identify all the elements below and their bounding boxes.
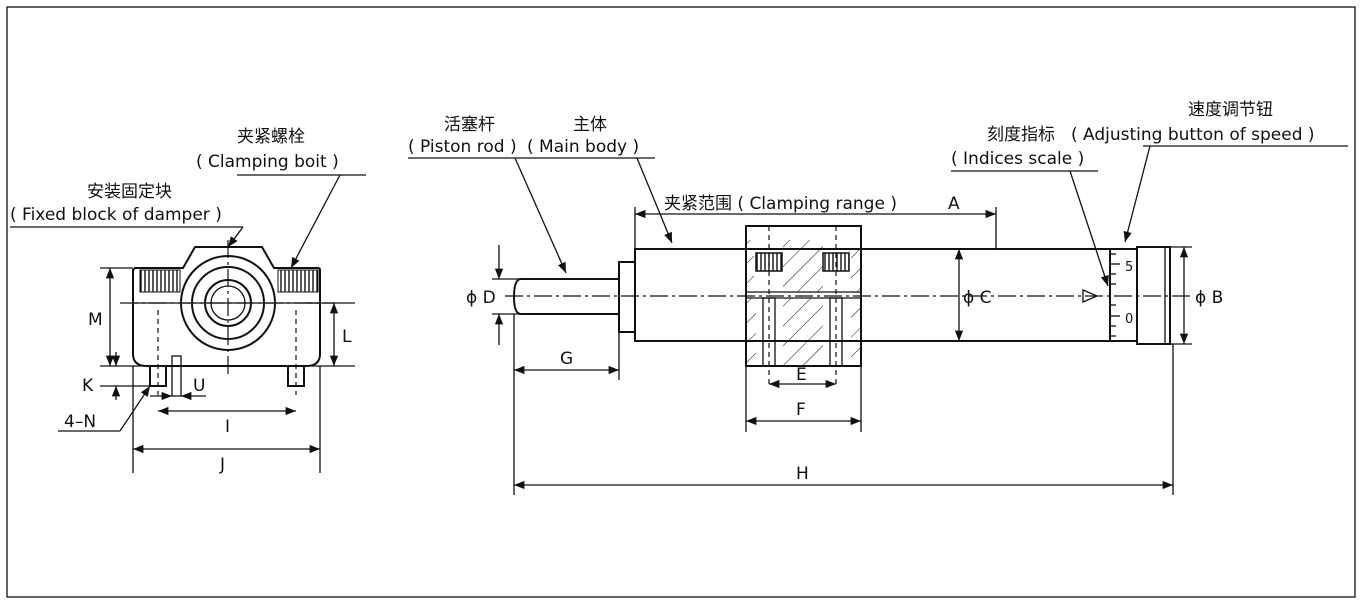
dim-L: L (342, 327, 352, 347)
dim-I: I (225, 417, 230, 437)
dim-H: H (796, 464, 809, 484)
clamping-bolt-head-right (277, 269, 319, 293)
piston-rod-en: ( Piston rod ) (408, 137, 517, 157)
clamping-bolt-en: ( Clamping boit ) (196, 152, 339, 172)
scale-5: 5 (1125, 260, 1133, 275)
dim-C: ϕ C (963, 288, 992, 308)
indices-scale-en: ( Indices scale ) (951, 149, 1084, 169)
rod-neck (618, 261, 636, 333)
clamping-bolt-cn: 夹紧螺栓 (237, 127, 305, 147)
clamping-bolt-head-left (139, 269, 181, 293)
indices-scale-cn: 刻度指标 (987, 125, 1055, 145)
clamping-range-label: 夹紧范围 ( Clamping range ) (664, 194, 897, 214)
dim-F: F (796, 400, 806, 420)
main-body-en: ( Main body ) (527, 137, 639, 157)
dim-G: G (560, 349, 573, 369)
end-view: M K L U I J 4–N 夹紧螺栓 ( Clamping boit ) 安… (10, 127, 366, 475)
piston-rod-cn: 活塞杆 (444, 115, 495, 135)
scale-pointer-icon (1082, 289, 1099, 303)
u-slot (171, 355, 182, 397)
scale-0: 0 (1125, 312, 1133, 327)
dim-J: J (219, 455, 225, 475)
dim-U: U (193, 376, 205, 396)
dim-D: ϕ D (466, 288, 496, 308)
dim-A: A (948, 194, 960, 214)
speed-button-en: ( Adjusting button of speed ) (1071, 125, 1315, 145)
fixed-block-outline (132, 246, 321, 367)
drawing-frame (6, 6, 1356, 598)
dim-B: ϕ B (1195, 288, 1223, 308)
fixed-block-cn: 安装固定块 (87, 182, 172, 202)
dim-E: E (796, 365, 807, 385)
main-body-cn: 主体 (573, 115, 607, 135)
speed-button-cn: 速度调节钮 (1188, 100, 1273, 120)
main-body (634, 248, 1111, 342)
indices-scale (1110, 253, 1120, 337)
side-view: 5 0 夹紧范围 ( Clamping range ) A ϕ D ϕ C ϕ … (408, 100, 1348, 495)
dim-4N: 4–N (64, 412, 96, 432)
dim-K: K (82, 376, 94, 396)
dim-M: M (88, 310, 103, 330)
fixed-block-en: ( Fixed block of damper ) (10, 205, 222, 225)
